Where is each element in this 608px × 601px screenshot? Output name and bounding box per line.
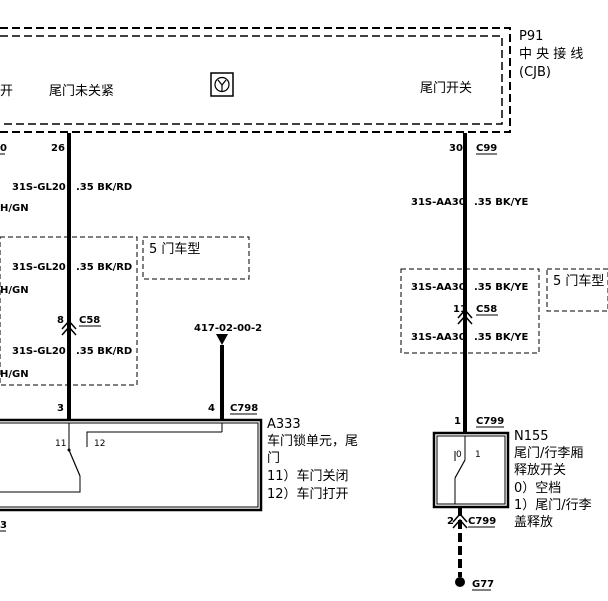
cjb-label-switch: 尾门开关 bbox=[420, 81, 472, 96]
right-wire3-spec: .35 BK/YE bbox=[474, 332, 528, 343]
a333-desc-2: 门 bbox=[267, 451, 280, 466]
module-symbol-icon bbox=[210, 72, 234, 97]
ground-ref: 417-02-00-2 bbox=[194, 323, 262, 334]
n155-state-1: 0）空档 bbox=[514, 481, 561, 496]
left-wire3-code: 31S-GL20 bbox=[12, 346, 66, 357]
cjb-id: P91 bbox=[519, 29, 543, 44]
n155-id: N155 bbox=[514, 429, 549, 444]
ground-g77-icon bbox=[455, 577, 465, 587]
left-wire2-left-fragment: H/GN bbox=[0, 285, 29, 296]
a333-id: A333 bbox=[267, 417, 301, 432]
right-variant-label: 5 门车型 bbox=[553, 273, 604, 289]
a333-bottom-fragment: 3 bbox=[0, 520, 7, 531]
n155-top-conn: C799 bbox=[476, 416, 504, 427]
right-wire2-code: 31S-AA30 bbox=[411, 282, 466, 293]
left-wire1-left-fragment: H/GN bbox=[0, 203, 29, 214]
left-wire3-spec: .35 BK/RD bbox=[76, 346, 132, 357]
a333-desc-1: 车门锁单元，尾 bbox=[267, 433, 358, 449]
right-variant-label-box bbox=[546, 268, 608, 312]
cjb-module bbox=[0, 27, 511, 133]
n155-state-3: 盖释放 bbox=[514, 515, 553, 530]
right-wire3-code: 31S-AA30 bbox=[411, 332, 466, 343]
n155-contact-1: 1 bbox=[475, 450, 481, 460]
cjb-label-unlatched: 尾门未关紧 bbox=[49, 84, 114, 99]
n155-bottom-pin: 2 bbox=[447, 516, 454, 527]
n155-contact-0: 0 bbox=[456, 450, 462, 460]
right-conn-pin: 11 bbox=[453, 304, 467, 315]
left-variant-box bbox=[0, 236, 138, 386]
left-conn-pin: 8 bbox=[57, 315, 64, 326]
right-wire2-spec: .35 BK/YE bbox=[474, 282, 528, 293]
left-wire3-left-fragment: H/GN bbox=[0, 369, 29, 380]
a333-state-1: 11）车门关闭 bbox=[267, 468, 349, 484]
left-variant-label: 5 门车型 bbox=[149, 241, 200, 257]
left-wire1-spec: .35 BK/RD bbox=[76, 182, 132, 193]
n155-bottom-conn: C799 bbox=[468, 516, 496, 527]
right-conn-id: C58 bbox=[476, 304, 497, 315]
right-pin-top: 30 bbox=[449, 143, 463, 154]
n155-top-pin: 1 bbox=[454, 416, 461, 427]
cjb-left-fragment: 开 bbox=[0, 84, 13, 99]
right-wire1-spec: .35 BK/YE bbox=[474, 197, 528, 208]
left-variant-label-box bbox=[142, 236, 250, 280]
left-pin-top: 26 bbox=[51, 143, 65, 154]
n155-desc-2: 释放开关 bbox=[514, 463, 566, 478]
cjb-abbr: (CJB) bbox=[519, 65, 551, 80]
left-top-fragment: 0 bbox=[0, 143, 7, 154]
left-wire2-code: 31S-GL20 bbox=[12, 262, 66, 273]
a333-contact-12: 12 bbox=[94, 439, 105, 449]
left-conn-id: C58 bbox=[79, 315, 100, 326]
ground-g77-label: G77 bbox=[472, 579, 494, 590]
ground-ref-conn: C798 bbox=[230, 403, 258, 414]
n155-desc-1: 尾门/行李厢 bbox=[514, 446, 583, 461]
n155-state-2: 1）尾门/行李 bbox=[514, 498, 592, 513]
left-pin-bottom: 3 bbox=[57, 403, 64, 414]
cjb-name: 中 央 接 线 bbox=[519, 46, 583, 62]
right-wire1-code: 31S-AA30 bbox=[411, 197, 466, 208]
a333-contact-11: 11 bbox=[55, 439, 66, 449]
right-conn-top: C99 bbox=[476, 143, 497, 154]
ground-ref-arrow-icon bbox=[216, 334, 228, 345]
right-variant-box bbox=[400, 268, 540, 354]
a333-state-2: 12）车门打开 bbox=[267, 486, 349, 502]
ground-ref-pin: 4 bbox=[208, 403, 215, 414]
a333-module bbox=[0, 418, 263, 512]
n155-switch bbox=[432, 431, 510, 509]
left-wire1-code: 31S-GL20 bbox=[12, 182, 66, 193]
left-wire2-spec: .35 BK/RD bbox=[76, 262, 132, 273]
